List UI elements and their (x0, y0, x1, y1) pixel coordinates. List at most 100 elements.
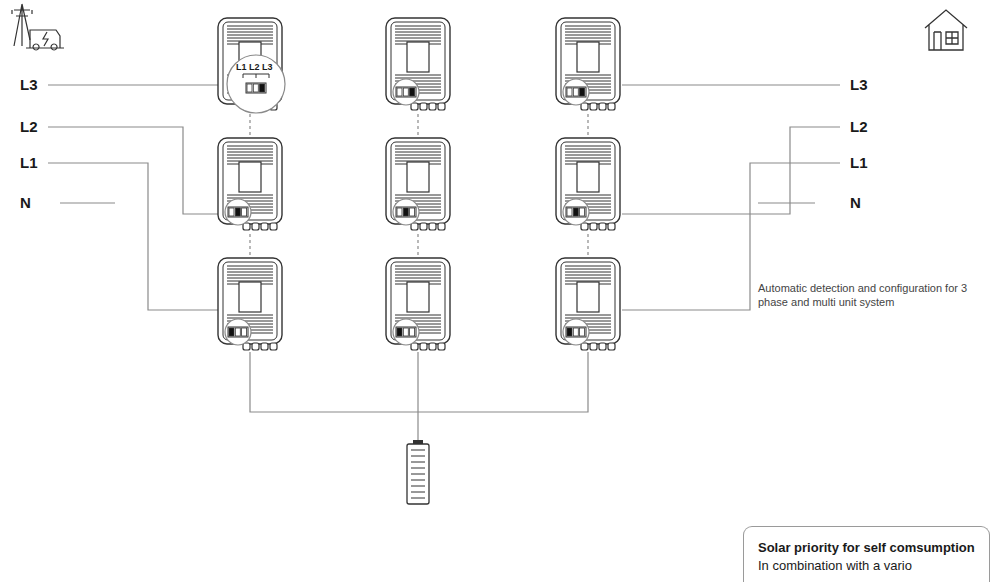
switch-body (228, 207, 248, 217)
generator (26, 30, 64, 50)
switch-body (246, 83, 266, 93)
vent (565, 35, 611, 36)
switch-callout (563, 79, 589, 105)
vent (565, 318, 611, 319)
vent (395, 152, 441, 153)
switch-slot (410, 208, 415, 216)
bolt (43, 32, 48, 46)
switch-slot (410, 328, 415, 336)
switch-body (396, 327, 416, 337)
vent (565, 198, 611, 199)
phase-label: L3 (20, 76, 38, 95)
switch-callout (227, 55, 285, 113)
switch-body (396, 87, 416, 97)
terminal (429, 103, 436, 110)
vent (227, 195, 273, 196)
sync-link (249, 234, 250, 256)
vent (565, 38, 611, 39)
terminal (252, 223, 259, 230)
house (925, 10, 967, 50)
vent (227, 315, 273, 316)
inverter (556, 18, 620, 110)
vent (227, 35, 273, 36)
terminal (608, 223, 615, 230)
vent (565, 266, 611, 267)
switch-slot (567, 208, 572, 216)
vent (395, 149, 441, 150)
vent (565, 152, 611, 153)
vent (227, 281, 273, 282)
battery-cell (411, 456, 425, 457)
vent (227, 149, 273, 150)
phase-label: L3 (850, 76, 868, 95)
switch-slot (403, 208, 408, 216)
sync-link (587, 234, 588, 256)
inverter-housing (556, 258, 620, 344)
vent (395, 278, 441, 279)
vent (227, 32, 273, 33)
inverter (556, 258, 620, 350)
vent (227, 146, 273, 147)
switch-slot (253, 84, 258, 92)
switch-body (566, 327, 586, 337)
vent (227, 152, 273, 153)
vent (395, 158, 441, 159)
vent (395, 78, 441, 79)
vent (565, 41, 611, 42)
terminal (420, 223, 427, 230)
terminal (438, 343, 445, 350)
vent (565, 195, 611, 196)
switch-slot (567, 88, 572, 96)
inverter (386, 258, 450, 350)
terminal (590, 223, 597, 230)
battery-cell (411, 480, 425, 481)
display (239, 162, 261, 192)
vent (565, 281, 611, 282)
phase-wire (758, 202, 815, 203)
switch-body (228, 327, 248, 337)
terminal (270, 343, 277, 350)
switch-phase-label: L1 (236, 62, 247, 73)
switch-slot (580, 208, 585, 216)
window (946, 32, 958, 44)
dip-switch (228, 207, 248, 217)
vent (565, 32, 611, 33)
vent (227, 272, 273, 273)
switch-slot (235, 208, 240, 216)
note-heading: Solar priority for self comsumption (758, 539, 975, 557)
dip-switch (228, 327, 248, 337)
switch-slot (229, 328, 234, 336)
phase-label: L1 (20, 154, 38, 173)
grid-generator-icon (12, 4, 64, 50)
switch-phase-label: L3 (262, 62, 273, 73)
phase-wire (48, 163, 220, 310)
phase-wire (48, 84, 218, 85)
dip-switch (396, 327, 416, 337)
battery-cell (411, 492, 425, 493)
phase-label: L2 (850, 118, 868, 137)
terminal (261, 223, 268, 230)
switch-slot (403, 328, 408, 336)
note-box: Solar priority for self comsumptionIn co… (743, 526, 990, 582)
switch-slot (242, 208, 247, 216)
inverter-housing (218, 138, 282, 224)
vent (227, 29, 273, 30)
vent (395, 318, 441, 319)
phase-bracket (243, 74, 269, 78)
switch-callout (225, 199, 251, 225)
switch-slot (403, 88, 408, 96)
phase-label: N (850, 194, 861, 213)
switch-callout (393, 319, 419, 345)
vent (565, 315, 611, 316)
vent (565, 275, 611, 276)
display (407, 282, 429, 312)
battery-body (407, 444, 429, 504)
phase-label: L1 (850, 154, 868, 173)
switch-body (566, 207, 586, 217)
inverter-housing (556, 138, 620, 224)
sync-link (249, 114, 250, 136)
sync-link (587, 114, 588, 136)
vent (395, 198, 441, 199)
battery-cell (411, 498, 425, 499)
display (407, 162, 429, 192)
